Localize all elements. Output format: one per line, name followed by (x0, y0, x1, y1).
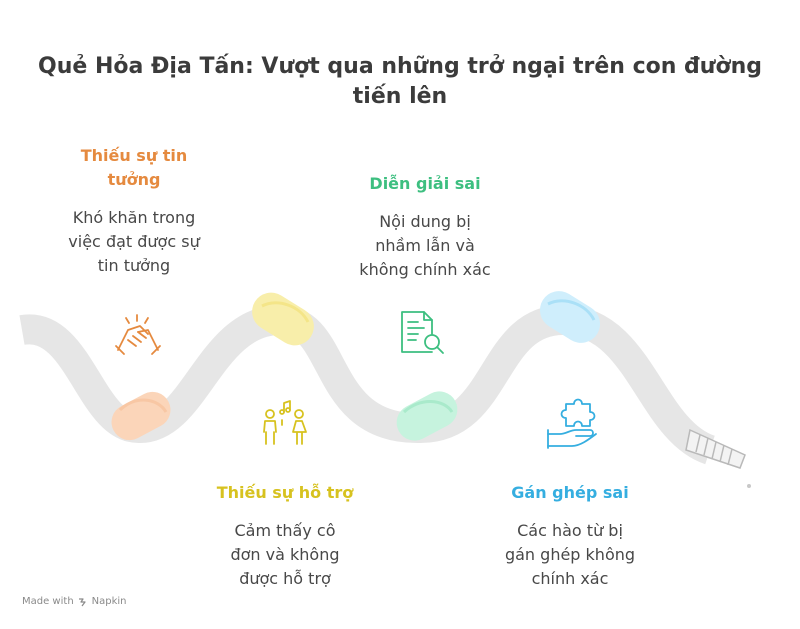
desc-line: không chính xác (359, 260, 491, 279)
people-music-icon (263, 400, 307, 445)
item-description: Các hào từ bị gán ghép không chính xác (480, 519, 660, 591)
desc-line: Cảm thấy cô (234, 521, 336, 540)
knot-green (396, 391, 458, 441)
item-heading: Diễn giải sai (330, 172, 520, 196)
item-description: Nội dung bị nhầm lẫn và không chính xác (330, 210, 520, 282)
item-lack-of-trust: Thiếu sự tin tưởng Khó khăn trong việc đ… (50, 144, 218, 278)
made-with-label: Made with (22, 596, 74, 607)
desc-line: được hỗ trợ (239, 569, 331, 588)
heading-line: Gán ghép sai (511, 483, 629, 502)
desc-line: gán ghép không (504, 545, 636, 564)
road-drop (747, 484, 751, 488)
heading-line: Diễn giải sai (369, 174, 481, 193)
item-description: Khó khăn trong việc đạt được sự tin tưởn… (50, 206, 218, 278)
handshake-icon (115, 314, 161, 355)
desc-line: Khó khăn trong (72, 208, 196, 227)
napkin-brand: Napkin (91, 596, 127, 607)
knot-yellow (252, 292, 314, 346)
item-wrong-matching: Gán ghép sai Các hào từ bị gán ghép khôn… (480, 481, 660, 591)
desc-line: chính xác (531, 569, 609, 588)
item-misinterpretation: Diễn giải sai Nội dung bị nhầm lẫn và kh… (330, 172, 520, 282)
road-end-cap (685, 428, 746, 469)
item-lack-of-support: Thiếu sự hỗ trợ Cảm thấy cô đơn và không… (190, 481, 380, 591)
heading-line: tưởng (107, 170, 161, 189)
document-search-icon (401, 311, 444, 354)
item-heading: Gán ghép sai (480, 481, 660, 505)
desc-line: Các hào từ bị (517, 521, 623, 540)
heading-line: Thiếu sự hỗ trợ (216, 483, 354, 502)
desc-line: Nội dung bị (379, 212, 471, 231)
title-line-1: Quẻ Hỏa Địa Tấn: Vượt qua những trở ngại… (38, 54, 762, 79)
napkin-logo-icon (78, 597, 86, 606)
knot-orange (111, 391, 171, 441)
desc-line: đơn và không (230, 545, 340, 564)
item-description: Cảm thấy cô đơn và không được hỗ trợ (190, 519, 380, 591)
knot-blue (539, 291, 601, 343)
desc-line: tin tưởng (97, 256, 171, 275)
item-heading: Thiếu sự hỗ trợ (190, 481, 380, 505)
item-heading: Thiếu sự tin tưởng (50, 144, 218, 192)
title-line-2: tiến lên (352, 84, 448, 109)
desc-line: việc đạt được sự (68, 232, 200, 251)
desc-line: nhầm lẫn và (375, 236, 475, 255)
puzzle-hand-icon (547, 398, 597, 449)
heading-line: Thiếu sự tin (80, 146, 188, 165)
made-with-napkin-footer[interactable]: Made with Napkin (22, 596, 127, 607)
page-title: Quẻ Hỏa Địa Tấn: Vượt qua những trở ngại… (0, 52, 800, 112)
